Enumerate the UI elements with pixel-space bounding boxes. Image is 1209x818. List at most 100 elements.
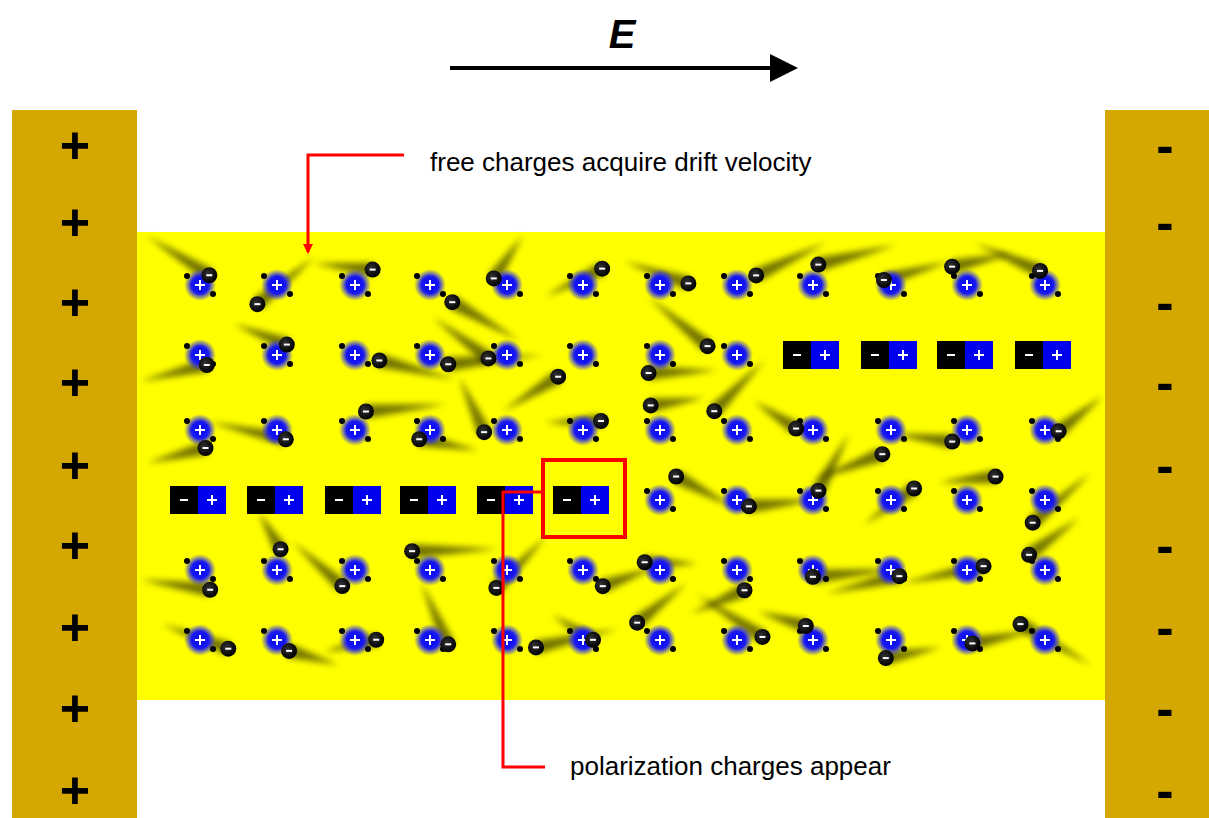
ion xyxy=(491,339,523,371)
dot xyxy=(823,646,829,652)
ion xyxy=(875,269,907,301)
minus-sign xyxy=(493,587,499,589)
minus-sign xyxy=(363,411,369,413)
minus-sign xyxy=(335,499,343,501)
ion xyxy=(721,554,753,586)
dot xyxy=(365,576,371,582)
minus-sign xyxy=(206,274,212,276)
minus-sign xyxy=(705,345,711,347)
dot xyxy=(414,418,420,424)
dot xyxy=(567,273,573,279)
plus-sign xyxy=(429,280,431,290)
plus-sign xyxy=(594,495,596,505)
minus-sign xyxy=(646,372,652,374)
dot xyxy=(287,291,293,297)
minus-sign xyxy=(896,575,902,577)
plus-sign xyxy=(288,495,290,505)
ion xyxy=(567,269,599,301)
dot xyxy=(901,506,907,512)
minus-sign xyxy=(257,499,265,501)
plus-sign xyxy=(276,280,278,290)
ion xyxy=(721,624,753,656)
dot xyxy=(517,576,523,582)
minus-sign xyxy=(491,277,497,279)
minus-sign xyxy=(648,404,654,406)
electron xyxy=(988,469,1004,485)
electron xyxy=(637,554,653,570)
plus-sign xyxy=(429,350,431,360)
minus-sign xyxy=(481,431,487,433)
polarization-positive xyxy=(1043,341,1071,369)
dot xyxy=(797,273,803,279)
plate-charge-sign: + xyxy=(60,276,90,328)
plus-sign xyxy=(354,425,356,435)
ion xyxy=(339,339,371,371)
ion xyxy=(644,269,676,301)
electron xyxy=(754,629,770,645)
plus-sign xyxy=(199,425,201,435)
ion xyxy=(644,624,676,656)
leader-line xyxy=(308,155,404,252)
dot xyxy=(1055,506,1061,512)
minus-sign xyxy=(969,642,975,644)
polarization-negative xyxy=(170,486,198,514)
dot xyxy=(440,291,446,297)
dot xyxy=(951,558,957,564)
electron xyxy=(1013,616,1029,632)
electron xyxy=(680,275,696,291)
electron xyxy=(706,403,722,419)
electron xyxy=(798,618,814,634)
plus-sign xyxy=(354,565,356,575)
minus-sign xyxy=(673,476,679,478)
minus-sign xyxy=(879,453,885,455)
dot xyxy=(184,418,190,424)
plate-charge-sign: + xyxy=(60,601,90,653)
minus-sign xyxy=(449,301,455,303)
dot xyxy=(593,361,599,367)
minus-sign xyxy=(410,499,418,501)
plus-sign xyxy=(582,425,584,435)
dot xyxy=(977,436,983,442)
dot xyxy=(875,418,881,424)
plus-sign xyxy=(812,635,814,645)
plus-sign xyxy=(1044,280,1046,290)
electron xyxy=(878,650,894,666)
dot xyxy=(339,558,345,564)
ion xyxy=(1029,624,1061,656)
dot xyxy=(210,291,216,297)
dot xyxy=(261,343,267,349)
ion xyxy=(875,624,907,656)
dot xyxy=(670,361,676,367)
ion xyxy=(644,414,676,446)
polarization-positive xyxy=(198,486,226,514)
dot xyxy=(823,436,829,442)
plus-sign xyxy=(211,495,213,505)
minus-sign xyxy=(793,354,801,356)
ion xyxy=(875,554,907,586)
dot xyxy=(670,291,676,297)
plus-sign xyxy=(276,565,278,575)
electron xyxy=(444,294,460,310)
plus-sign xyxy=(199,635,201,645)
dot xyxy=(339,343,345,349)
ion xyxy=(721,269,753,301)
dot xyxy=(567,418,573,424)
ion xyxy=(721,339,753,371)
ion xyxy=(414,624,446,656)
plate-charge-sign: + xyxy=(60,764,90,816)
ion xyxy=(491,414,523,446)
ion xyxy=(567,624,599,656)
dot xyxy=(823,291,829,297)
plus-sign xyxy=(966,425,968,435)
plus-sign xyxy=(354,280,356,290)
minus-sign xyxy=(563,499,571,501)
minus-sign xyxy=(485,357,491,359)
ion xyxy=(184,554,216,586)
minus-sign xyxy=(883,657,889,659)
plus-sign xyxy=(199,280,201,290)
field-arrow-shaft xyxy=(450,66,772,70)
plus-sign xyxy=(659,565,661,575)
plate-charge-sign: - xyxy=(1156,119,1173,171)
plus-sign xyxy=(1044,565,1046,575)
